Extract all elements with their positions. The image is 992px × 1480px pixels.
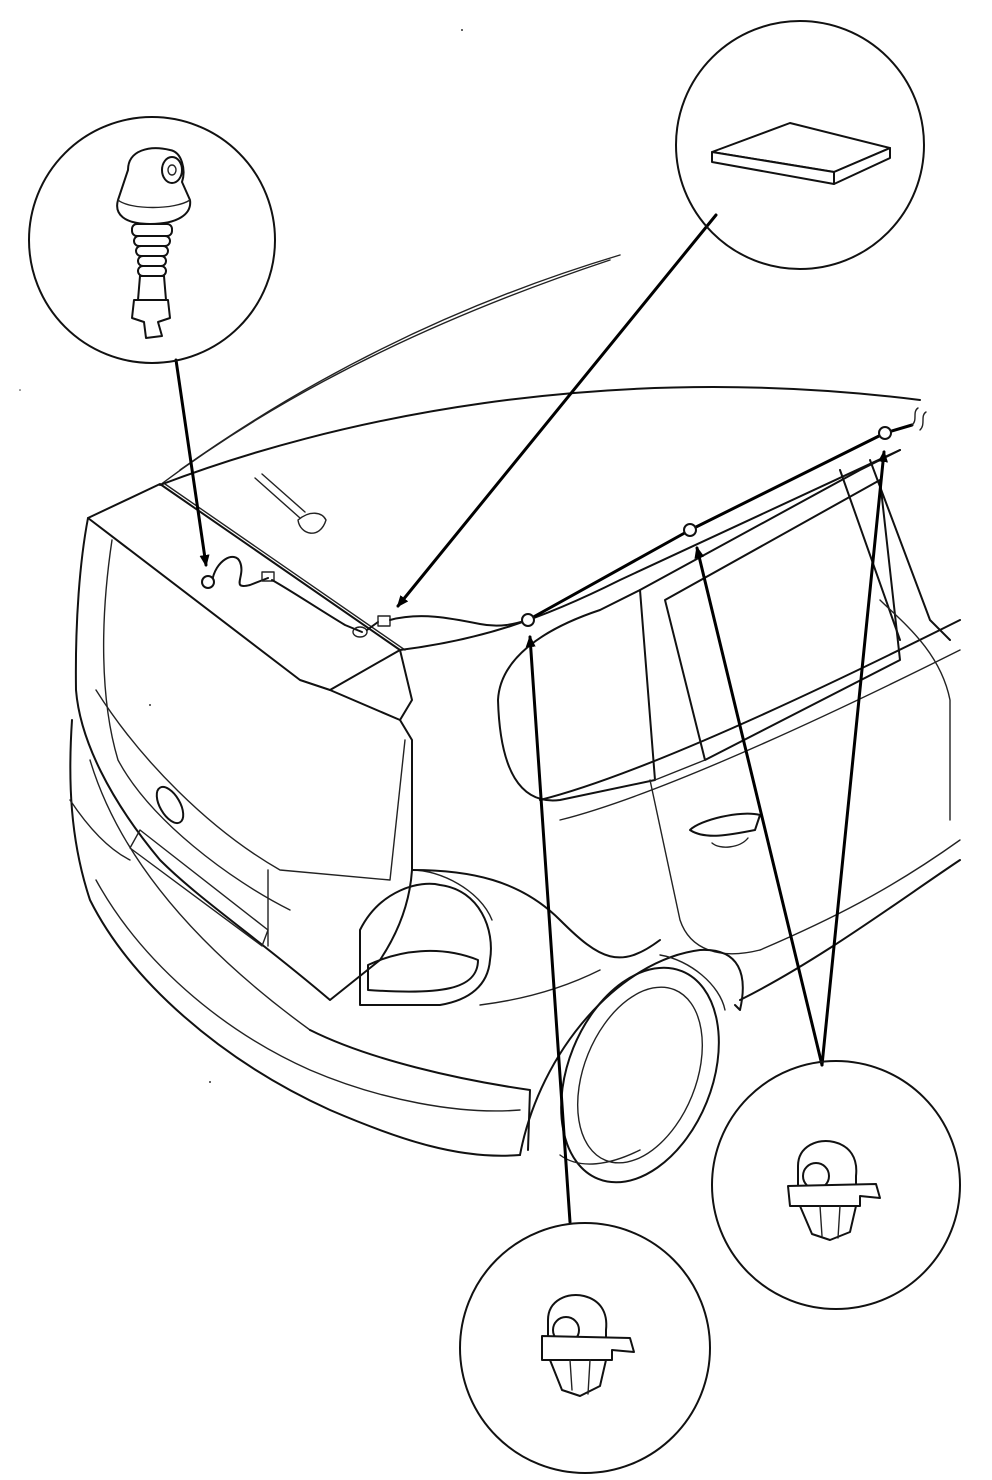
arrow-to-clip-2 xyxy=(694,546,824,1067)
washer-hose xyxy=(201,407,927,638)
hose-clip-icon xyxy=(787,1140,881,1241)
callout-washer-nozzle xyxy=(28,116,276,364)
leader-arrows xyxy=(174,213,888,1224)
arrow-to-foam-pad xyxy=(396,213,718,608)
hose-clip-icon xyxy=(541,1294,635,1397)
nozzle-mount-point xyxy=(201,575,215,589)
callout-hose-clip-rear xyxy=(459,1222,711,1474)
arrow-to-clip-3 xyxy=(820,450,888,1067)
clip-point-1 xyxy=(521,613,535,627)
arrow-to-clip-1 xyxy=(525,635,572,1224)
callout-hose-clip-front xyxy=(711,1060,961,1310)
hose-clamp-1 xyxy=(261,571,275,582)
arrow-to-nozzle xyxy=(174,358,210,567)
vehicle-illustration xyxy=(69,254,961,1184)
callout-foam-pad xyxy=(675,20,925,270)
hose-grommet xyxy=(377,615,391,627)
washer-nozzle-icon xyxy=(116,147,192,339)
scan-noise xyxy=(19,29,463,1083)
foam-pad-icon xyxy=(711,122,891,185)
clip-point-3 xyxy=(878,426,892,440)
hose-joint xyxy=(352,626,368,638)
clip-point-2 xyxy=(683,523,697,537)
